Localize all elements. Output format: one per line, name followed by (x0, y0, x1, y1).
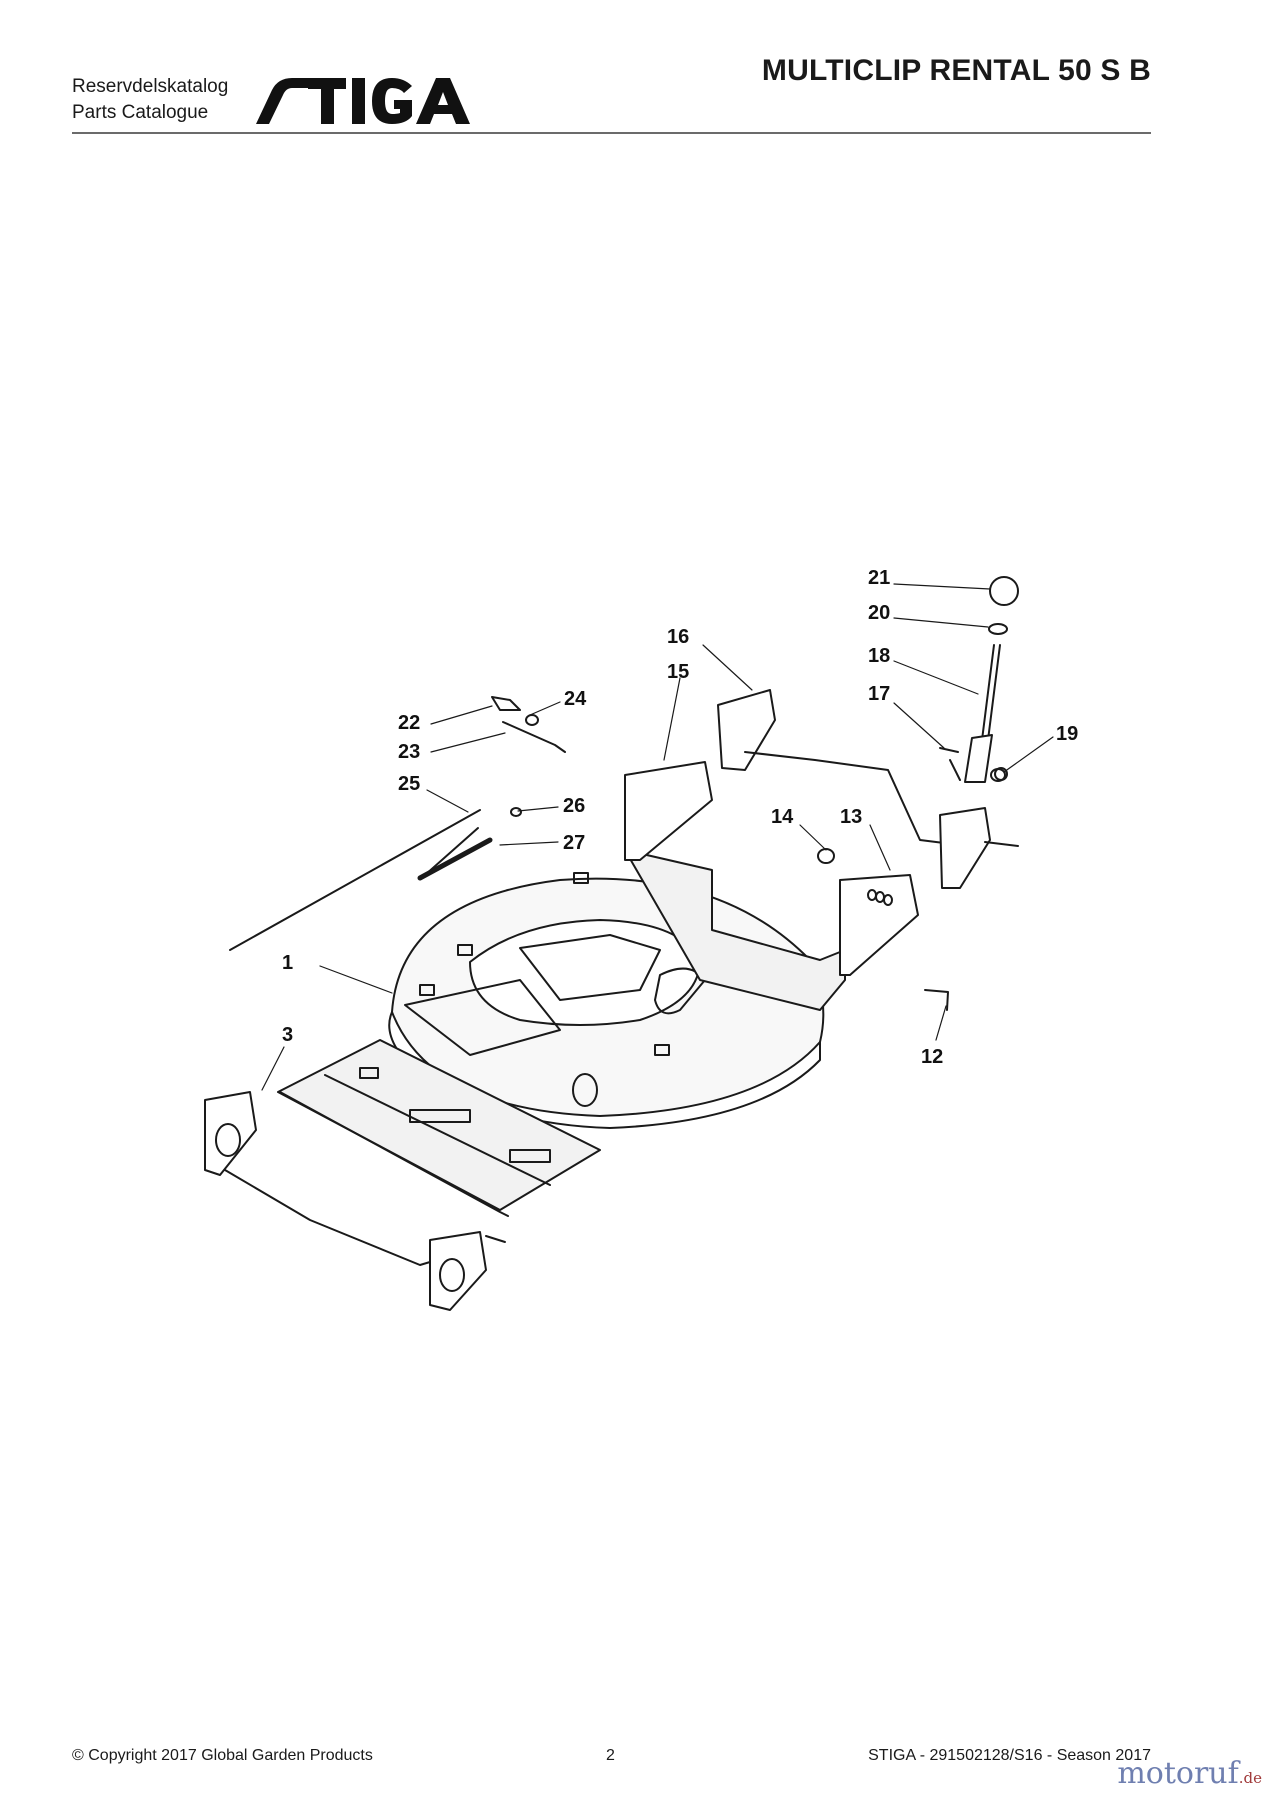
footer-copyright: © Copyright 2017 Global Garden Products (72, 1747, 373, 1764)
header-divider (72, 132, 1151, 134)
rear-axle (717, 689, 1019, 889)
callout-16: 16 (667, 626, 689, 648)
callout-25: 25 (398, 773, 420, 795)
callout-19: 19 (1056, 723, 1078, 745)
model-title: MULTICLIP RENTAL 50 S B (761, 54, 1151, 87)
front-axle (204, 1091, 506, 1311)
callout-22: 22 (398, 712, 420, 734)
small-hardware (229, 696, 1008, 1011)
leader-lines (261, 583, 1054, 1091)
catalog-title-english: Parts Catalogue (72, 102, 209, 123)
footer-reference: STIGA - 291502128/S16 - Season 2017 (868, 1747, 1151, 1764)
callout-14: 14 (771, 806, 794, 828)
catalog-title: Reservdelskatalog Parts Catalogue (72, 74, 228, 126)
callout-15: 15 (667, 661, 689, 683)
callout-26: 26 (563, 795, 585, 817)
callout-17: 17 (868, 683, 890, 705)
callout-21: 21 (868, 567, 890, 589)
callout-1: 1 (282, 952, 293, 974)
callout-numbers: 21 20 16 18 15 17 24 22 19 23 25 26 14 1… (282, 567, 1078, 1068)
watermark-text: motoruf (1117, 1756, 1239, 1791)
callout-24: 24 (564, 688, 587, 710)
exploded-parts-diagram: 21 20 16 18 15 17 24 22 19 23 25 26 14 1… (0, 540, 1272, 1345)
callout-27: 27 (563, 832, 585, 854)
stiga-logo (252, 68, 474, 131)
catalog-title-swedish: Reservdelskatalog (72, 76, 229, 97)
footer-page-number: 2 (606, 1747, 615, 1764)
front-flap (277, 1039, 601, 1217)
watermark: motoruf.de (1117, 1756, 1262, 1791)
callout-23: 23 (398, 741, 420, 763)
callout-20: 20 (868, 602, 890, 624)
rear-brackets (624, 761, 919, 1011)
callout-3: 3 (282, 1024, 293, 1046)
watermark-suffix: .de (1238, 1769, 1262, 1787)
height-lever (939, 576, 1019, 783)
callout-12: 12 (921, 1046, 943, 1068)
callout-13: 13 (840, 806, 862, 828)
callout-18: 18 (868, 645, 890, 667)
